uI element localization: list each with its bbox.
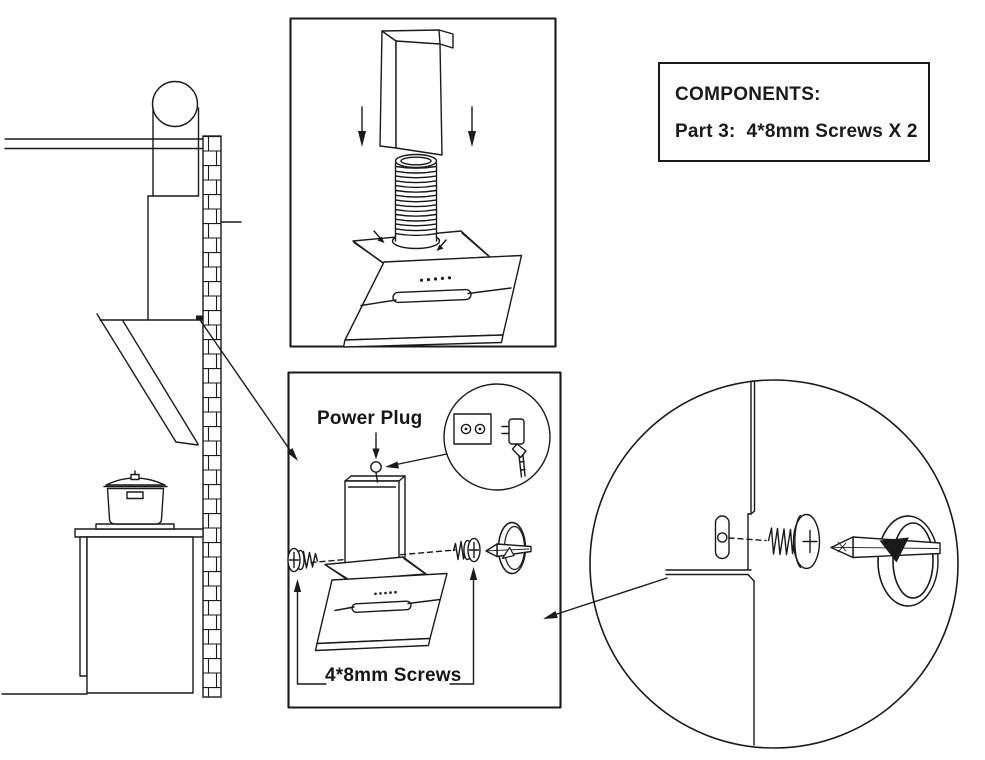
brick-wall [202,135,242,698]
wall-bracket-mark [196,315,203,321]
keyhole-slot [714,515,730,560]
rotation-ring-arrow [877,515,939,607]
power-plug [501,418,527,478]
power-plug-label-arrow [372,432,380,460]
ceiling-duct [151,80,200,197]
down-arrow-right [468,106,476,147]
ceiling-lines [4,138,204,150]
power-plug-cord [370,461,382,483]
power-plug-detail-circle [385,383,551,491]
cooking-pot [95,470,175,530]
control-buttons [419,276,452,282]
kitchen-side-view-drawing [1,80,298,698]
panel-border [287,371,562,709]
insert-arrow-right [436,239,447,251]
rotation-arrowhead [879,537,909,563]
panel-border [289,17,557,348]
screws-label: 4*8mm Screws [325,665,462,686]
wall-panel-edge [665,381,756,746]
cooker-hood-mid-panel [314,556,448,652]
power-plug-label: Power Plug [317,408,423,429]
screwdriver-small [485,521,532,575]
screw-detail-circle [543,379,959,749]
components-box: COMPONENTS: Part 3: 4*8mm Screws X 2 [658,62,930,162]
chimney-cover [379,29,454,156]
handle-bar [351,600,412,613]
control-buttons [374,590,397,596]
cooker-hood-top-panel [342,230,523,348]
detail-leader-arrow [199,319,298,461]
corrugated-duct [394,153,438,242]
components-title: COMPONENTS: [675,84,821,105]
screw-right [452,537,481,563]
insert-arrow-left [373,230,385,243]
handle-bar [392,288,472,304]
hood-chimney-side [147,195,200,321]
hood-chimney [344,475,406,571]
plug-leader-arrow [385,453,448,469]
screw-left [287,547,319,573]
chimney-assembly-panel [289,17,557,348]
screw-large [767,513,821,570]
components-part-line: Part 3: 4*8mm Screws X 2 [675,121,918,142]
rotation-arrowhead [501,546,515,560]
screws-label-arrow-right [449,567,478,685]
down-arrow-left [358,106,366,147]
wall-outlet [453,413,492,445]
magnifier-leader-arrow [543,577,668,619]
screw-axis-dashed-line [728,537,767,542]
screw-mounting-panel [287,371,562,709]
screws-label-arrow-left [293,579,327,685]
hood-side-view [96,313,204,446]
counter-cabinet [1,528,204,695]
